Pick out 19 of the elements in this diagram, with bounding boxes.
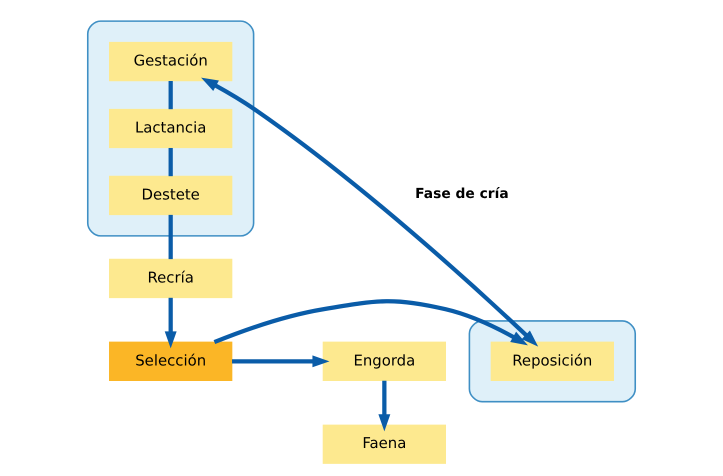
node-box: Lactancia bbox=[109, 108, 232, 148]
arrow bbox=[378, 380, 390, 432]
edge-label: Fase de cría bbox=[415, 186, 509, 202]
connector bbox=[168, 214, 173, 260]
arrow bbox=[164, 298, 177, 348]
node-box: Gestación bbox=[109, 42, 232, 82]
cluster bbox=[468, 320, 636, 403]
arrow bbox=[201, 78, 538, 347]
node-box: Engorda bbox=[322, 342, 446, 381]
connector bbox=[168, 81, 173, 110]
node-box: Reposición bbox=[490, 342, 614, 381]
node-box: Destete bbox=[109, 176, 232, 216]
connector bbox=[168, 148, 173, 176]
arrow bbox=[232, 355, 330, 368]
cluster bbox=[86, 20, 254, 237]
node-box: Recría bbox=[109, 258, 232, 298]
node-box: Faena bbox=[322, 424, 446, 464]
arrow bbox=[214, 299, 528, 346]
node-box: Selección bbox=[109, 342, 232, 381]
